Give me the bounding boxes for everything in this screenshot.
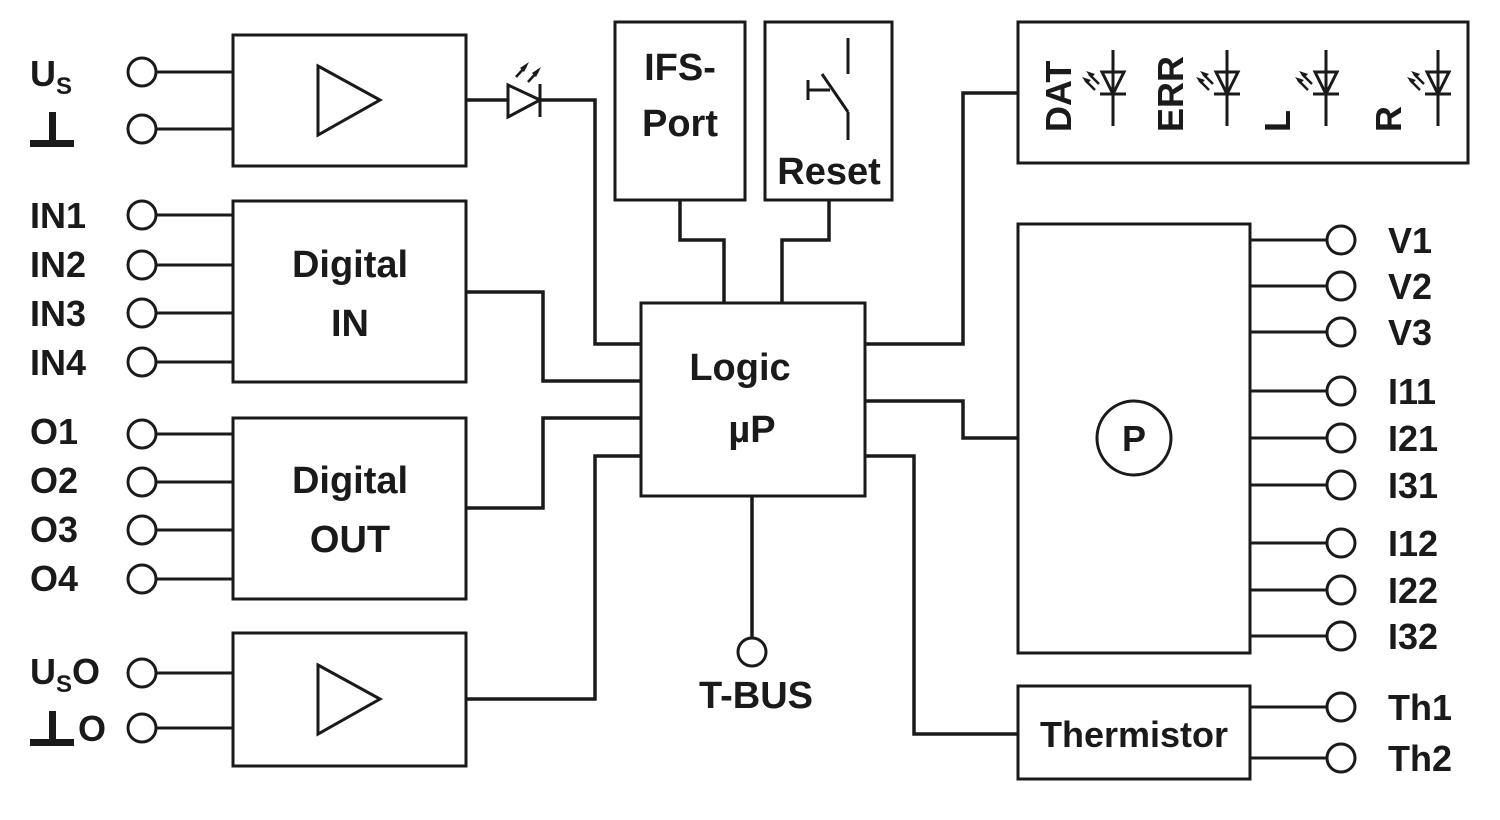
- ifs-port-label-2: Port: [642, 103, 718, 145]
- terminal-o1[interactable]: [126, 418, 158, 450]
- thermistor-section: Thermistor Th1 Th2: [1016, 684, 1452, 781]
- label-v3: V3: [1388, 312, 1432, 353]
- terminal-tbus[interactable]: [736, 636, 768, 668]
- ground-symbol-bar: [30, 140, 74, 147]
- logic-block: [639, 301, 867, 498]
- reset-section: Reset: [763, 20, 894, 202]
- label-in3: IN3: [30, 293, 86, 334]
- input-amplifier-block: [231, 33, 468, 168]
- power-meter-section: P V1 V2 V3 I11 I21 I31 I12 I22 I32: [1016, 220, 1438, 657]
- terminal-gnd[interactable]: [126, 113, 158, 145]
- label-in2: IN2: [30, 244, 86, 285]
- ground-out-symbol-bar: [30, 739, 74, 746]
- label-i21: I21: [1388, 418, 1438, 459]
- led-indicator-block: [1016, 20, 1470, 165]
- label-v2: V2: [1388, 266, 1432, 307]
- terminal-in1[interactable]: [126, 199, 158, 231]
- ifs-port-label-1: IFS-: [644, 47, 716, 89]
- label-i11: I11: [1388, 371, 1436, 412]
- amplifier-icon: [316, 662, 384, 737]
- terminal-v2[interactable]: [1325, 270, 1357, 302]
- terminal-o4[interactable]: [126, 563, 158, 595]
- digital-out-block: [231, 416, 468, 601]
- label-in4: IN4: [30, 342, 86, 383]
- terminal-v3[interactable]: [1325, 316, 1357, 348]
- led-label-err: ERR: [1150, 56, 1191, 132]
- digital-out-label-1: Digital: [292, 460, 408, 502]
- power-led: [506, 62, 544, 120]
- tbus-section: T-BUS: [699, 636, 813, 717]
- terminal-us[interactable]: [126, 56, 158, 88]
- terminal-i31[interactable]: [1325, 469, 1357, 501]
- label-i32: I32: [1388, 616, 1438, 657]
- wiring: [466, 91, 1018, 736]
- led-label-l: L: [1257, 110, 1298, 132]
- led-indicator-section: DAT ERR L R: [1016, 20, 1470, 165]
- output-amplifier-block: [231, 631, 468, 768]
- terminal-o3[interactable]: [126, 514, 158, 546]
- digital-out-label-2: OUT: [310, 519, 390, 561]
- led-label-r: R: [1368, 106, 1409, 132]
- digital-out-section: O1 O2 O3 O4 Digital OUT: [30, 411, 468, 601]
- reset-label: Reset: [777, 151, 881, 193]
- digital-in-label-1: Digital: [292, 244, 408, 286]
- power-meter-block: [1016, 222, 1252, 655]
- terminal-i22[interactable]: [1325, 574, 1357, 606]
- power-meter-icon: [1095, 399, 1173, 477]
- label-i22: I22: [1388, 570, 1438, 611]
- reset-block: [763, 20, 894, 202]
- terminal-o2[interactable]: [126, 466, 158, 498]
- ifs-port-block: [613, 20, 747, 202]
- terminal-in3[interactable]: [126, 297, 158, 329]
- terminal-uso[interactable]: [126, 657, 158, 689]
- led-label-dat: DAT: [1038, 61, 1079, 132]
- tbus-label: T-BUS: [699, 675, 813, 717]
- terminal-th2[interactable]: [1325, 742, 1357, 774]
- ground-out-symbol-stem: [49, 711, 56, 741]
- label-i31: I31: [1388, 465, 1438, 506]
- supply-input-section: US: [30, 33, 468, 168]
- ifs-port-section: IFS- Port: [613, 20, 747, 202]
- label-o1: O1: [30, 411, 78, 452]
- output-supply-section: USO O: [30, 631, 468, 768]
- thermistor-label: Thermistor: [1040, 714, 1228, 755]
- terminal-in4[interactable]: [126, 346, 158, 378]
- thermistor-block: [1016, 684, 1252, 781]
- terminal-v1[interactable]: [1325, 224, 1357, 256]
- logic-label-1: Logic: [689, 347, 790, 389]
- terminal-th1[interactable]: [1325, 691, 1357, 723]
- label-th1: Th1: [1388, 687, 1452, 728]
- label-o2: O2: [30, 460, 78, 501]
- label-o4: O4: [30, 558, 78, 599]
- terminal-i12[interactable]: [1325, 527, 1357, 559]
- uso-label: USO: [30, 651, 100, 698]
- label-i12: I12: [1388, 523, 1438, 564]
- label-o3: O3: [30, 509, 78, 550]
- label-th2: Th2: [1388, 738, 1452, 779]
- terminal-i21[interactable]: [1325, 422, 1357, 454]
- logic-section: Logic µP: [639, 301, 867, 498]
- terminal-i32[interactable]: [1325, 620, 1357, 652]
- switch-icon: [806, 38, 850, 140]
- terminal-gnd-out[interactable]: [126, 712, 158, 744]
- digital-in-label-2: IN: [331, 303, 369, 345]
- amplifier-icon: [316, 63, 384, 138]
- label-v1: V1: [1388, 220, 1432, 261]
- label-in1: IN1: [30, 195, 86, 236]
- power-meter-label: P: [1122, 418, 1146, 459]
- logic-label-2: µP: [728, 409, 775, 451]
- digital-in-section: IN1 IN2 IN3 IN4 Digital IN: [30, 195, 468, 384]
- terminal-in2[interactable]: [126, 249, 158, 281]
- digital-in-block: [231, 199, 468, 384]
- us-label: US: [30, 53, 72, 100]
- led-diode-icon: [506, 82, 544, 120]
- gnd-out-label: O: [78, 708, 106, 749]
- ground-symbol-stem: [49, 112, 56, 142]
- terminal-i11[interactable]: [1325, 375, 1357, 407]
